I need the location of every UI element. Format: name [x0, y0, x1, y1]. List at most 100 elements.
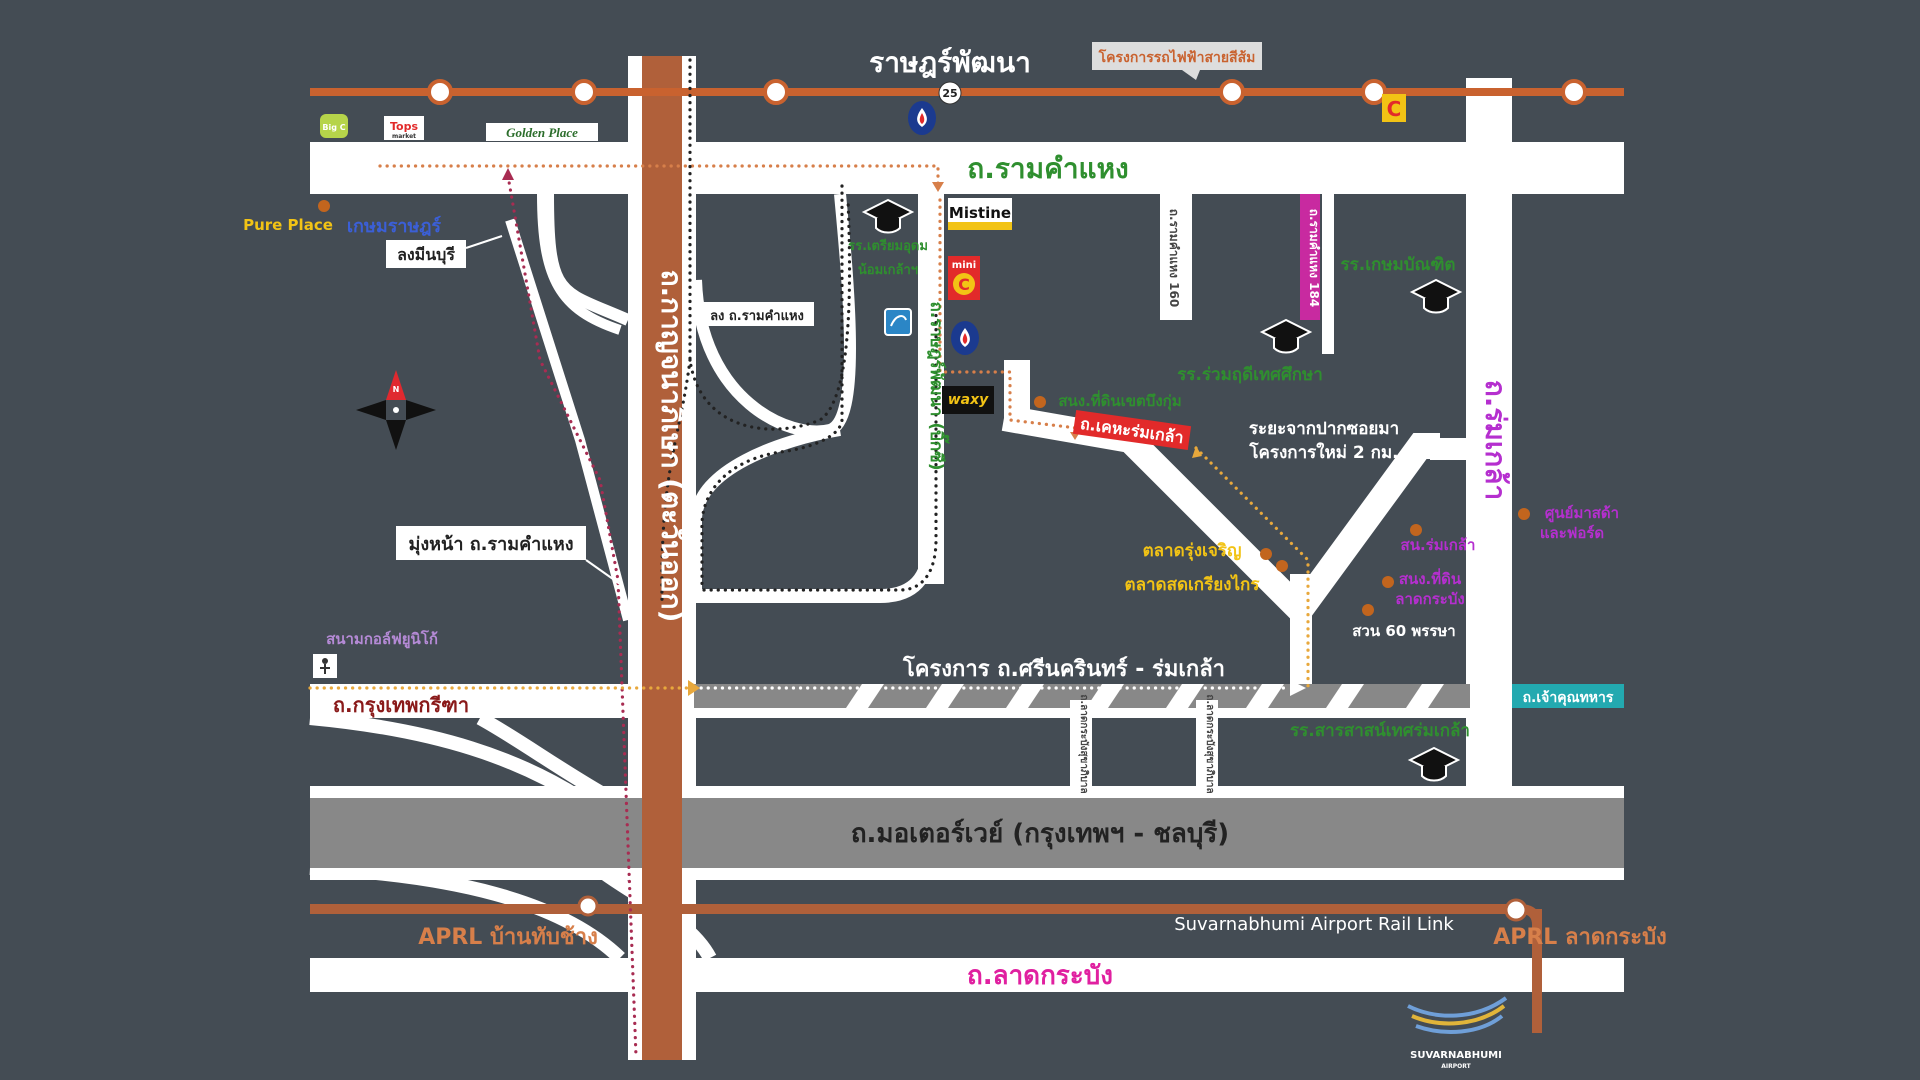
kreetha-label-bg	[310, 690, 492, 718]
road-sw-arc-1	[309, 711, 584, 804]
mungna-leader	[585, 559, 621, 585]
arrow-red-north	[502, 168, 514, 180]
kaset-rat-label: เกษมราษฎร์	[347, 215, 442, 237]
land-office-bk-label: สนง.ที่ดินเขตบึงกุ่ม	[1058, 390, 1181, 411]
soi-left-label: ถ.ลาดกระบังสุขาภิบาล	[1078, 694, 1090, 793]
arrow-orange-down	[932, 182, 944, 192]
school-ruam-label: รร.ร่วมฤดีเทศศึกษา	[1177, 364, 1323, 385]
suvarnabhumi-airport-logo: SUVARNABHUMI AIRPORT	[1407, 996, 1508, 1070]
road-ram184	[1322, 194, 1334, 354]
khehaa-label-bg	[1072, 410, 1192, 450]
soi-right-bg	[1196, 700, 1218, 786]
soi-left-bg	[1070, 700, 1092, 786]
orange-station-2[interactable]	[571, 79, 597, 105]
bts-icon	[884, 308, 912, 336]
ramkhamhaeng-label: ถ.รามคำแหง	[967, 152, 1128, 185]
road-romklao	[1466, 78, 1512, 786]
land-office-lk2-label: ลาดกระบัง	[1395, 590, 1464, 608]
svg-text:Big C: Big C	[322, 123, 345, 132]
road-motorway-upper-edge	[310, 786, 1624, 798]
mungna-label: มุ่งหน้า ถ.รามคำแหง	[409, 534, 574, 556]
orange-station-4[interactable]	[1219, 79, 1245, 105]
station-lat-krabang[interactable]	[1504, 898, 1528, 922]
ram184-bg	[1300, 194, 1320, 320]
orange-station-5[interactable]	[1361, 79, 1387, 105]
chao-khun-bg	[1512, 684, 1624, 708]
lot-ramkhamhaeng-box	[700, 302, 814, 326]
mini-label: mini	[952, 260, 976, 271]
seven-eleven-icon: C	[1382, 94, 1406, 122]
golf-label: สนามกอล์ฟยูนิโก้	[326, 629, 438, 649]
motorway-label: ถ.มอเตอร์เวย์ (กรุงเทพฯ - ชลบุรี)	[851, 818, 1229, 850]
map-labels: ราษฎร์พัฒนา โครงการรถไฟฟ้าสายสีส้ม ถ.ราม…	[243, 46, 1667, 991]
motorway-lower-edge	[310, 868, 1624, 880]
airport-rail-link-line	[310, 904, 1514, 914]
orange-line-rail	[310, 88, 1624, 96]
poi-dot-romklao-office	[1410, 524, 1422, 536]
waxy-label: waxy	[948, 392, 989, 408]
lot-ramkhamhaeng-label: ลง ถ.รามคำแหง	[710, 308, 804, 324]
ram184-label: ถ.รามคำแหง 184	[1307, 209, 1321, 307]
orange-station-1[interactable]	[427, 79, 453, 105]
distance-label: ระยะจากปากซอยมา	[1249, 419, 1399, 439]
station-lat-krabang-label: APRL ลาดกระบัง	[1493, 925, 1667, 950]
road-left-arc	[537, 193, 622, 335]
chao-khun-label: ถ.เจ้าคุณทหาร	[1523, 690, 1614, 706]
srinakarin-project-label: โครงการ ถ.ศรีนครินทร์ - ร่มเกล้า	[902, 655, 1225, 682]
compass: N	[356, 370, 436, 450]
route-25-shield	[938, 81, 962, 105]
lot-minburi-box	[386, 240, 466, 268]
project-callout-label: โครงการรถไฟฟ้าสายสีส้ม	[1098, 48, 1256, 66]
school-triam-label: รร.เตรียมอุดม	[848, 238, 928, 254]
orange-line-stations	[427, 79, 1587, 105]
school-saras-label: รร.สารสาสน์เทศร่มเกล้า	[1290, 720, 1470, 741]
orange-station-6[interactable]	[1561, 79, 1587, 105]
waxy-logo: waxy	[942, 386, 994, 414]
land-office-lk-label: สนง.ที่ดิน	[1399, 568, 1462, 588]
orange-station-3[interactable]	[763, 79, 789, 105]
road-romklao-stub	[1430, 438, 1466, 460]
school-triam2-label: น้อมเกล้าฯ	[858, 262, 918, 278]
poi-dot-market-kriang	[1276, 560, 1288, 572]
road-loop-bottom	[690, 424, 841, 600]
route-dot-loop-outer	[700, 184, 844, 592]
route-dot-red-west	[506, 174, 638, 1058]
road-bottom-loop	[696, 440, 937, 603]
poi-dot-pure-place	[318, 200, 330, 212]
road-sw-arc-2	[476, 711, 614, 805]
golden-place-label: Golden Place	[506, 125, 578, 140]
distance2-label: โครงการใหม่ 2 กม.	[1248, 442, 1398, 463]
golf-icon	[313, 654, 337, 678]
suvarnabhumi-sub-label: AIRPORT	[1441, 1063, 1471, 1070]
arrow-kreetha-right	[688, 680, 700, 696]
station-ban-thap-chang[interactable]	[577, 895, 599, 917]
project-callout-bubble	[1092, 42, 1262, 80]
poi-dot-mazda	[1518, 508, 1530, 520]
route-dot-west-frontage	[660, 358, 692, 602]
soi-right-label: ถ.ลาดกระบังสุขาภิบาล	[1204, 694, 1216, 793]
gas-station-icon-2	[951, 321, 979, 355]
lat-krabang-road-label: ถ.ลาดกระบัง	[967, 961, 1113, 991]
header-road-name: ราษฎร์พัฒนา	[869, 46, 1031, 79]
label-boxes	[310, 42, 1624, 786]
road-ramp-west	[542, 193, 631, 326]
suan60-label: สวน 60 พรรษา	[1352, 622, 1455, 640]
lot-minburi-leader	[465, 235, 503, 249]
mistine-logo: Mistine	[948, 198, 1012, 230]
tops-market-logo: Tops market	[384, 116, 424, 140]
road-lat-krabang	[310, 958, 1624, 992]
rat-phatthana-soi-label: ถ.ราษฎร์พัฒนา (บิ๊กซี)	[926, 302, 950, 471]
mungna-box	[396, 526, 586, 560]
golden-place-logo: Golden Place	[486, 123, 598, 141]
mazda2-label: และฟอร์ด	[1540, 524, 1604, 542]
road-ramkhamhaeng	[310, 142, 1624, 194]
route-25-label: 25	[942, 87, 957, 100]
mini-c-logo: mini C	[948, 256, 980, 300]
poi-dot-market-rung	[1260, 548, 1272, 560]
graduation-cap-icon-4	[1407, 746, 1461, 782]
tops-label: Tops	[390, 120, 418, 133]
compass-north-label: N	[393, 385, 400, 394]
market-rung-label: ตลาดรุ่งเจริญ	[1143, 541, 1242, 561]
